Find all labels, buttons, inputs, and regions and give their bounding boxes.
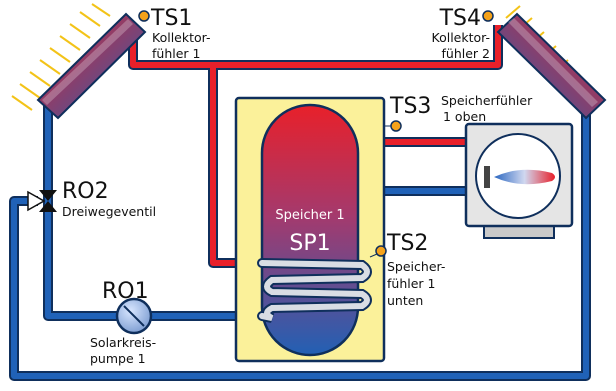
solar-collector-right [496, 12, 607, 120]
three-way-valve [27, 190, 57, 212]
ro1-id: RO1 [102, 279, 149, 304]
heat-exchanger-coil [257, 258, 372, 323]
sensor-ts3-dot [390, 120, 402, 132]
storage-tank: Speicher 1 SP1 [234, 96, 386, 363]
boiler [464, 122, 574, 239]
pipes [11, 25, 589, 379]
ts4-desc-2: fühler 2 [442, 46, 490, 61]
ts2-desc-2: fühler 1 [387, 276, 435, 291]
sun-rays-left [11, 3, 111, 111]
ro2-id: RO2 [62, 179, 109, 204]
ro2-desc: Dreiwegeventil [62, 204, 156, 219]
ts3-desc-1: Speicherfühler [441, 93, 533, 108]
ts4-desc-1: Kollektor- [432, 30, 491, 45]
flame-icon [494, 169, 555, 185]
sensor-dots [138, 10, 494, 257]
ts4-id: TS4 [439, 6, 481, 31]
ts2-desc-3: unten [387, 293, 423, 308]
sensor-ts1-dot [138, 10, 150, 22]
sensor-ts2-dot [375, 245, 387, 257]
ro1-desc-2: pumpe 1 [90, 351, 146, 366]
solar-collector-left [36, 12, 147, 120]
pump-ro1 [115, 297, 153, 335]
ts2-id: TS2 [386, 231, 428, 256]
sensor-leads [369, 125, 391, 258]
tank-name: Speicher 1 [275, 208, 344, 223]
ro1-desc-1: Solarkreis- [90, 335, 156, 350]
tank-code: SP1 [289, 231, 330, 256]
ts1-desc-1: Kollektor- [152, 30, 211, 45]
ts3-id: TS3 [389, 94, 431, 119]
ts1-desc-2: fühler 1 [152, 46, 200, 61]
ts1-id: TS1 [150, 6, 192, 31]
sensor-ts4-dot [482, 10, 494, 22]
ts2-desc-1: Speicher- [387, 259, 445, 274]
ts3-desc-2: 1 oben [443, 109, 486, 124]
